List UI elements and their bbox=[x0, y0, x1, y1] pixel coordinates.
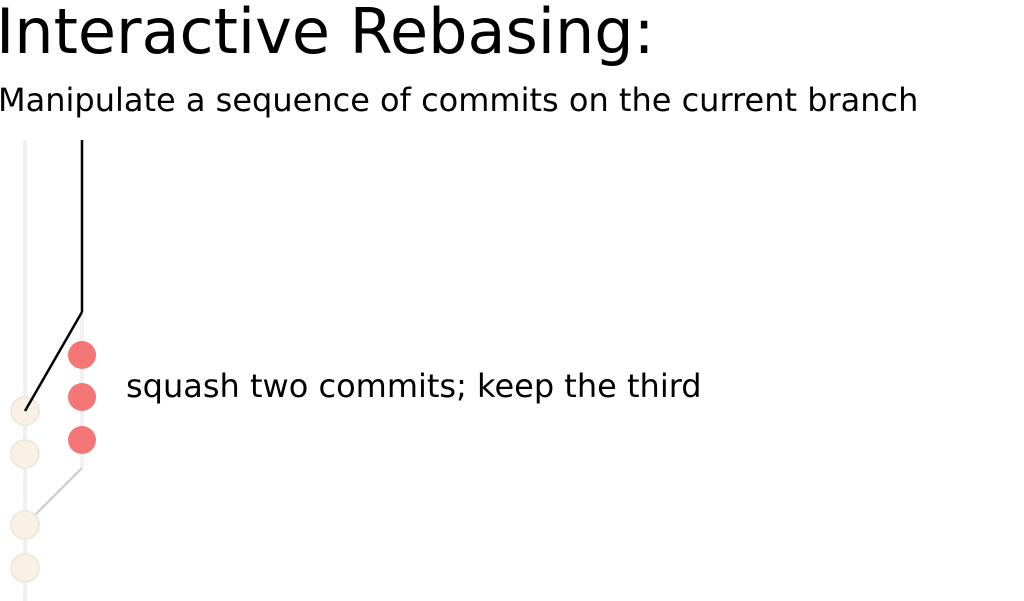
rebased-commit bbox=[68, 426, 96, 454]
page-title: Interactive Rebasing: bbox=[0, 0, 655, 68]
rebased-commit bbox=[68, 341, 96, 369]
ghost-commit bbox=[10, 439, 40, 469]
ghost-commit bbox=[10, 510, 40, 540]
rebase-annotation: squash two commits; keep the third bbox=[126, 367, 702, 405]
rebased-commit bbox=[68, 383, 96, 411]
page-subtitle: Manipulate a sequence of commits on the … bbox=[0, 81, 919, 119]
active-branch-connector bbox=[23, 311, 84, 412]
ghost-commit bbox=[10, 553, 40, 583]
